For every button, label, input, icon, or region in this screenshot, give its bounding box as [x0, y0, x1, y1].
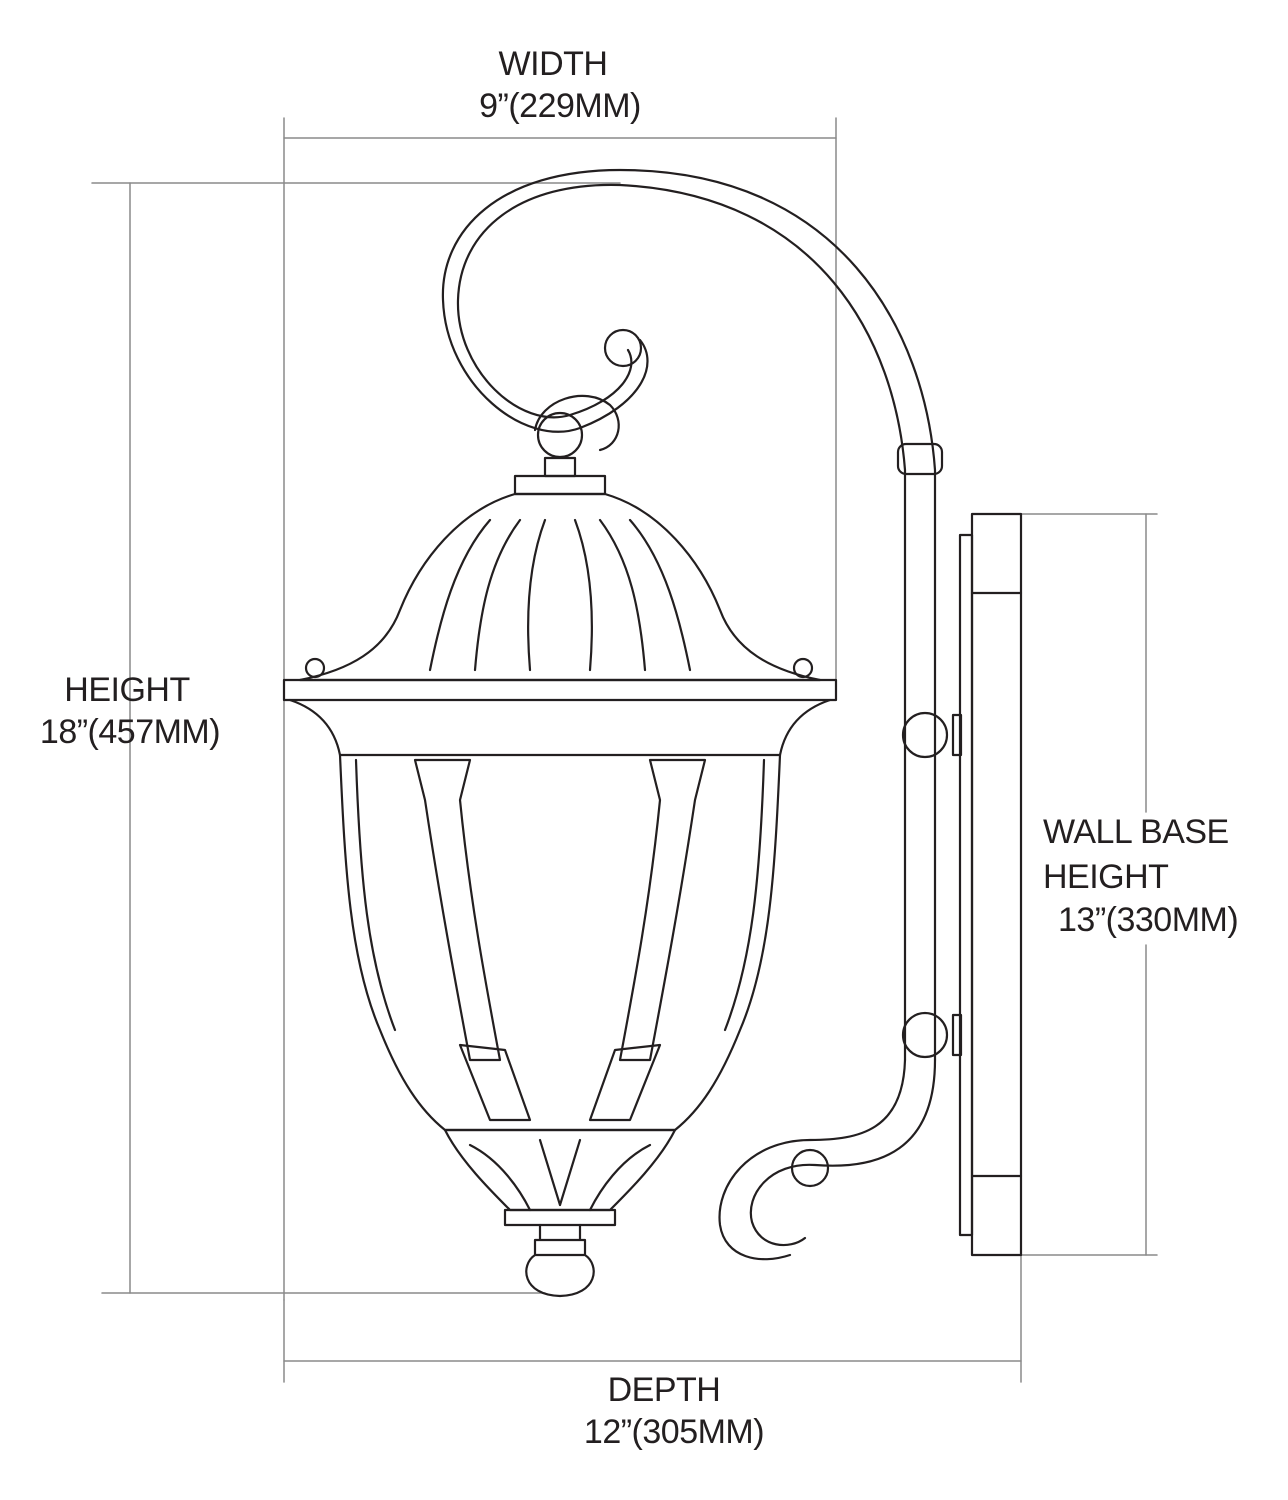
arm-collar [896, 442, 944, 476]
knob-upper [901, 711, 949, 759]
backplate-inner [958, 533, 974, 1237]
width-label: WIDTH [498, 45, 608, 83]
width-value: 9”(229MM) [479, 87, 641, 125]
lantern [282, 168, 1023, 1298]
wallbase-label-line2: HEIGHT [1043, 858, 1169, 896]
height-label: HEIGHT [64, 671, 190, 709]
depth-value: 12”(305MM) [583, 1413, 765, 1451]
wallbase-value: 13”(330MM) [1058, 901, 1239, 939]
finial [525, 1223, 595, 1298]
dome [298, 492, 822, 682]
knob-lower [901, 1011, 949, 1059]
dimension-lines [91, 117, 1158, 1383]
bottom-cup [443, 1128, 677, 1212]
frame-right [618, 758, 707, 1062]
backplate [970, 512, 1023, 1257]
wallbase-label-line1: WALL BASE [1043, 813, 1229, 851]
arm [441, 168, 937, 1062]
frame-left [413, 758, 502, 1062]
lower-scroll [718, 1058, 937, 1261]
scroll-ball [790, 1148, 830, 1188]
height-value: 18”(457MM) [39, 713, 221, 751]
arm-ball-top [603, 328, 643, 368]
cap-band [282, 678, 838, 702]
finial-ball-top [536, 411, 584, 459]
depth-label: DEPTH [607, 1371, 721, 1409]
body [338, 753, 782, 1132]
